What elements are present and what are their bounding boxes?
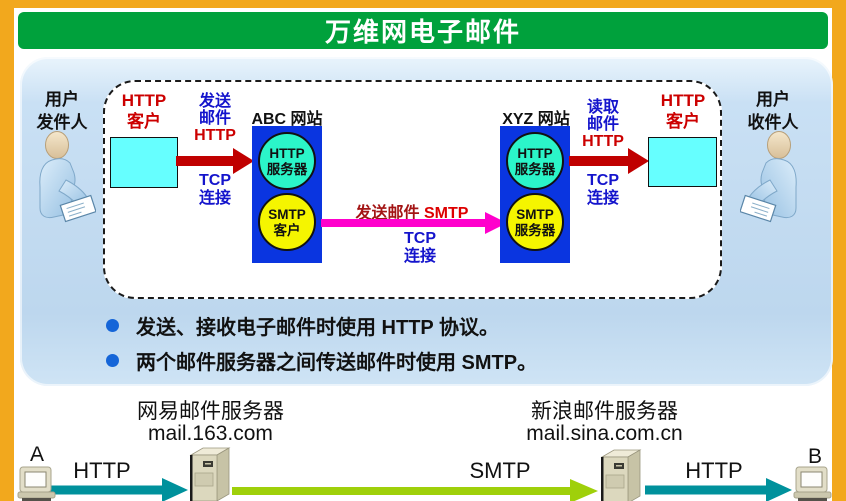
smtp-transfer-arrow — [321, 212, 507, 234]
http-client-right-label: HTTP 客户 — [660, 91, 706, 131]
xyz-smtp-server-circle: SMTP 服务器 — [506, 193, 564, 251]
netease-server-name: 网易邮件服务器 — [137, 400, 284, 423]
abc-site-label: ABC 网站 — [251, 111, 323, 128]
http-client-right-box — [648, 137, 717, 187]
bullet-dot-icon — [106, 354, 119, 367]
bullet-item-2: 两个邮件服务器之间传送邮件时使用 SMTP。 — [106, 346, 537, 375]
computer-b-icon — [793, 466, 832, 501]
xyz-site-box: HTTP 服务器 SMTP 服务器 — [500, 126, 570, 263]
title-bar: 万维网电子邮件 — [18, 12, 828, 49]
bottom-http-left-label: HTTP — [73, 458, 131, 483]
page-title: 万维网电子邮件 — [324, 17, 521, 47]
bullet-dot-icon — [106, 319, 119, 332]
xyz-http-server-circle: HTTP 服务器 — [506, 132, 564, 190]
node-a-label: A — [29, 443, 44, 466]
http-response-arrow-right — [569, 148, 649, 174]
http-client-left-label: HTTP 客户 — [121, 91, 167, 131]
bottom-http-right-label: HTTP — [685, 458, 743, 483]
computer-a-icon — [17, 466, 56, 501]
tcp-connection-right-label: TCP 连接 — [586, 172, 619, 207]
abc-http-server-circle: HTTP 服务器 — [258, 132, 316, 190]
sina-server-address: mail.sina.com.cn — [526, 422, 683, 445]
read-mail-http-label: 读取 邮件 HTTP — [582, 99, 624, 150]
protocol-diagram-frame — [103, 80, 722, 299]
tcp-connection-left-label: TCP 连接 — [198, 172, 231, 207]
sina-server-name: 新浪邮件服务器 — [531, 400, 678, 423]
smtp-transfer-label: 发送邮件 SMTP — [355, 205, 469, 222]
http-request-arrow-left — [176, 148, 254, 174]
abc-smtp-client-circle: SMTP 客户 — [258, 193, 316, 251]
person-sender-icon — [39, 131, 96, 223]
xyz-site-label: XYZ 网站 — [502, 111, 570, 128]
bottom-smtp-label: SMTP — [469, 458, 531, 483]
bottom-smtp-arrow — [232, 479, 598, 501]
netease-server-tower-icon — [189, 447, 231, 501]
bottom-http-arrow-left — [45, 478, 188, 501]
send-mail-http-label: 发送 邮件 HTTP — [194, 93, 236, 144]
sina-server-tower-icon — [600, 449, 642, 501]
receiver-user-label: 用户 收件人 — [747, 90, 799, 132]
bottom-http-arrow-right — [645, 478, 792, 501]
http-client-left-box — [110, 137, 178, 188]
bullet-item-1: 发送、接收电子邮件时使用 HTTP 协议。 — [106, 311, 499, 340]
netease-server-address: mail.163.com — [148, 422, 273, 445]
tcp-connection-middle-label: TCP 连接 — [403, 230, 436, 265]
node-b-label: B — [807, 445, 822, 468]
person-receiver-icon — [740, 131, 797, 223]
sender-user-label: 用户 发件人 — [36, 90, 88, 132]
abc-site-box: HTTP 服务器 SMTP 客户 — [252, 126, 322, 263]
